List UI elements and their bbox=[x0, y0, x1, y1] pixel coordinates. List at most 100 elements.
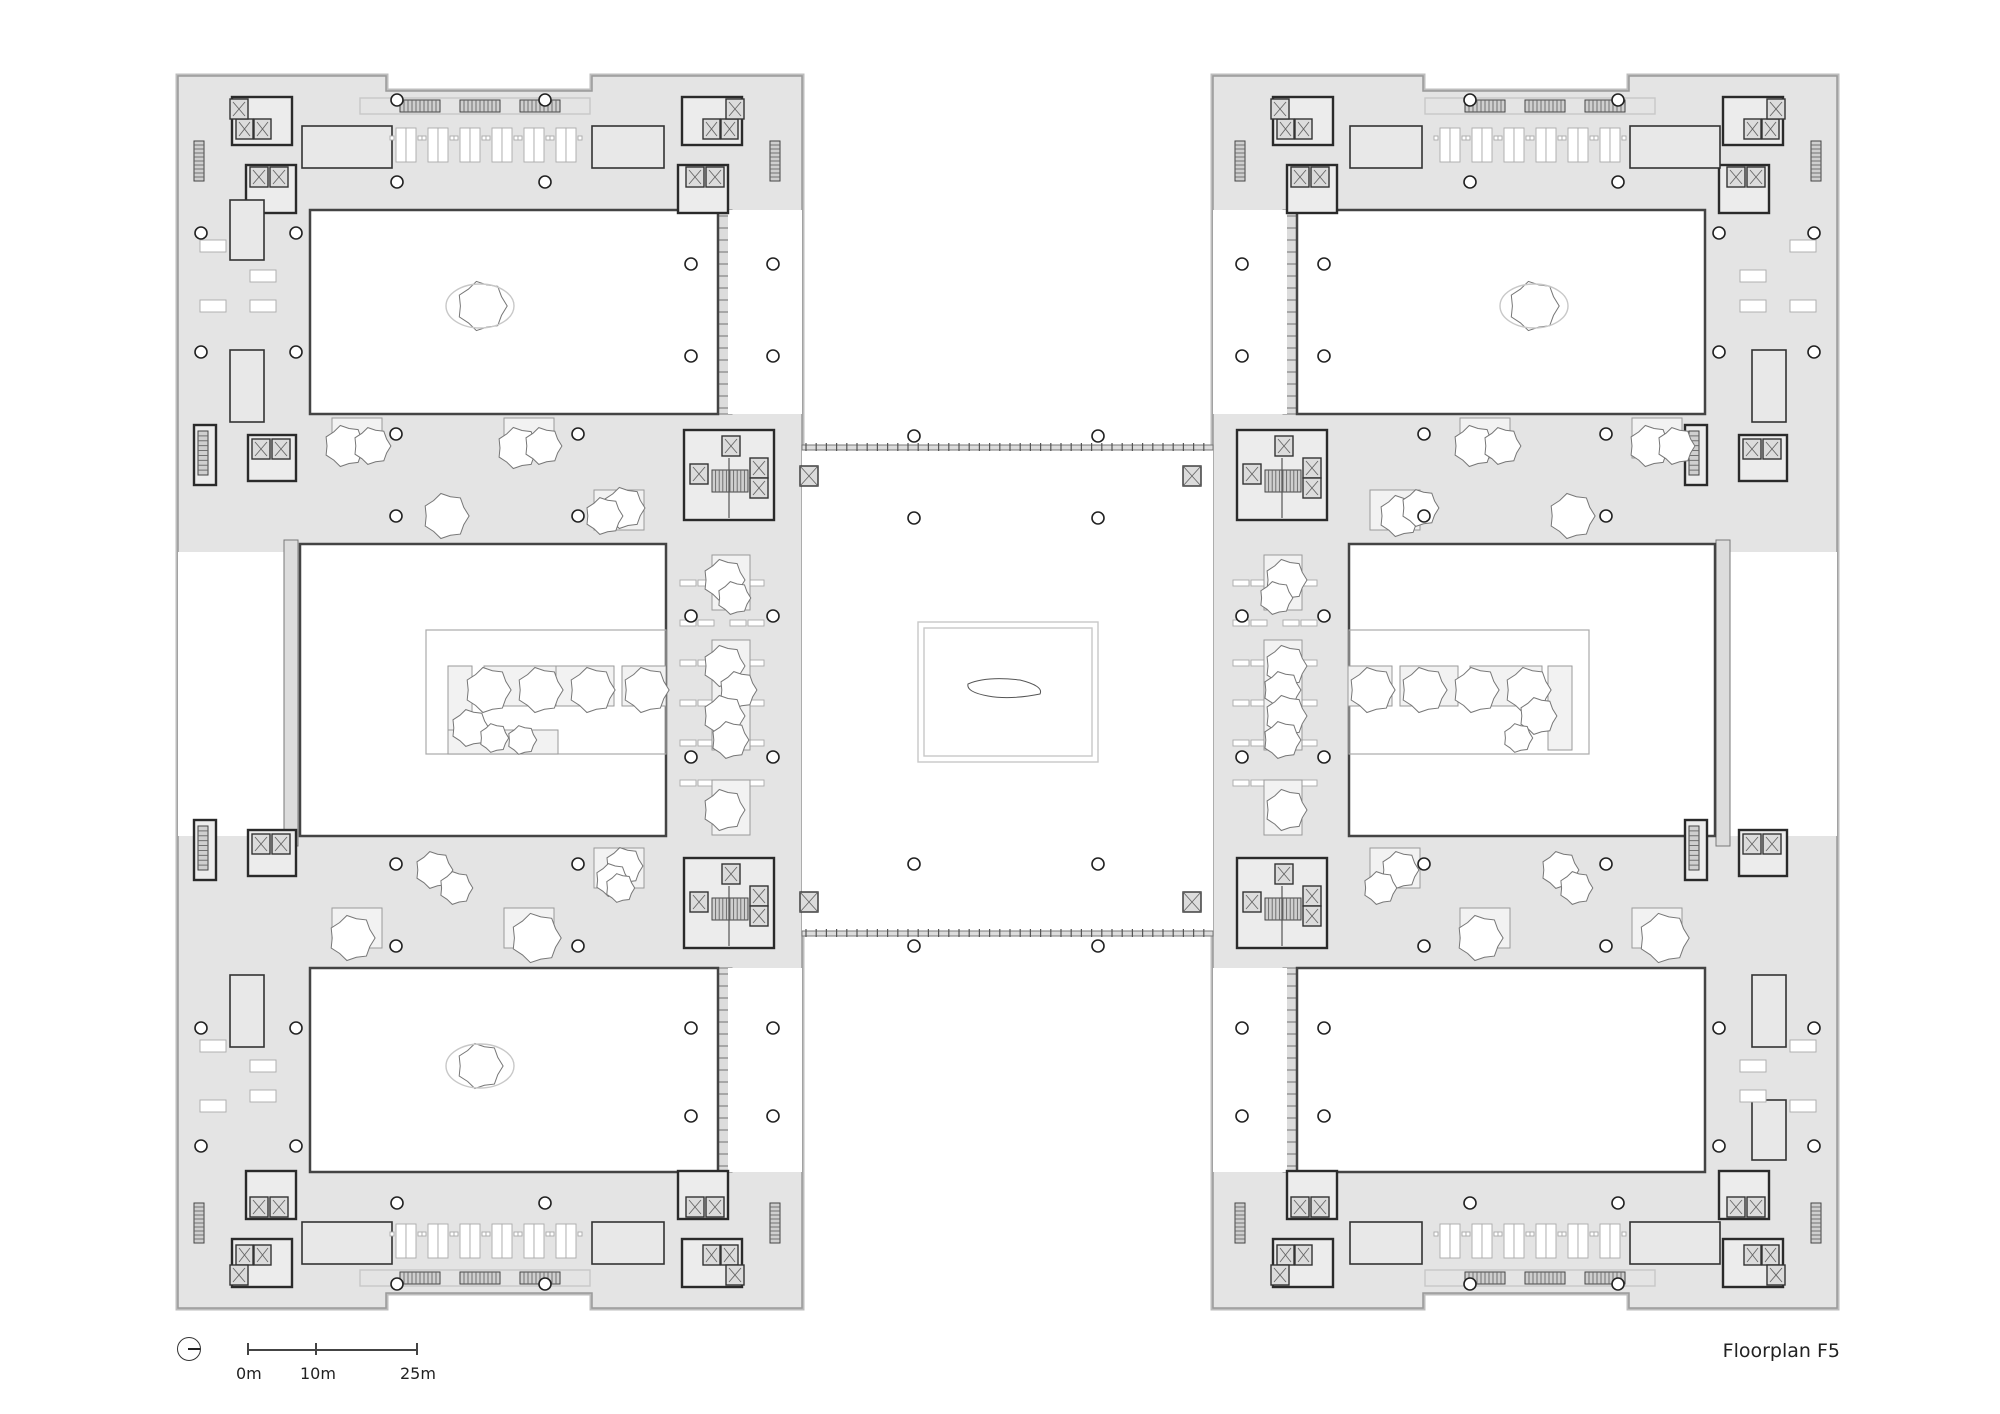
w-top-desks-5 bbox=[555, 127, 567, 163]
column-35 bbox=[766, 1109, 780, 1123]
side-desk-8 bbox=[249, 269, 277, 283]
stair bbox=[197, 430, 209, 476]
column-34 bbox=[684, 1109, 698, 1123]
column-65 bbox=[1599, 857, 1613, 871]
column-78 bbox=[1463, 1277, 1477, 1291]
e-top-desks-0 bbox=[1439, 127, 1451, 163]
column-45 bbox=[1611, 93, 1625, 107]
column-2 bbox=[390, 175, 404, 189]
tree-23 bbox=[440, 871, 474, 905]
tree-2 bbox=[354, 427, 392, 465]
meeting-room-5 bbox=[1629, 125, 1721, 169]
column-55 bbox=[1317, 349, 1331, 363]
e-bottom-desks-5 bbox=[1599, 1223, 1611, 1259]
column-5 bbox=[289, 226, 303, 240]
cafe-table bbox=[1282, 619, 1300, 627]
tree-15 bbox=[466, 666, 512, 714]
cafe-table bbox=[1232, 779, 1250, 787]
column-52 bbox=[1235, 257, 1249, 271]
side-desk-12 bbox=[1739, 269, 1767, 283]
tree-26 bbox=[606, 873, 636, 903]
column-19 bbox=[1091, 511, 1105, 525]
column-26 bbox=[907, 939, 921, 953]
column-33 bbox=[766, 1021, 780, 1035]
cafe-table bbox=[679, 739, 697, 747]
tree-17 bbox=[570, 666, 616, 714]
side-desk-15 bbox=[1739, 1089, 1767, 1103]
column-16 bbox=[907, 429, 921, 443]
tree-14 bbox=[704, 788, 746, 832]
column-60 bbox=[1235, 609, 1249, 623]
column-74 bbox=[1712, 1139, 1726, 1153]
column-73 bbox=[1807, 1021, 1821, 1035]
column-22 bbox=[684, 750, 698, 764]
column-28 bbox=[389, 857, 403, 871]
side-desk-1 bbox=[199, 299, 227, 313]
column-24 bbox=[907, 857, 921, 871]
column-25 bbox=[1091, 857, 1105, 871]
column-12 bbox=[389, 427, 403, 441]
sculpture-rock bbox=[967, 678, 1042, 699]
tree-46 bbox=[1402, 666, 1448, 714]
column-66 bbox=[1417, 939, 1431, 953]
tree-27 bbox=[330, 914, 376, 962]
tree-4 bbox=[525, 427, 563, 465]
cafe-table bbox=[1232, 659, 1250, 667]
pond-outer bbox=[917, 621, 1099, 763]
column-77 bbox=[1611, 1196, 1625, 1210]
w-top-desks-2 bbox=[459, 127, 471, 163]
column-0 bbox=[390, 93, 404, 107]
cafe-table bbox=[1232, 739, 1250, 747]
column-41 bbox=[538, 1196, 552, 1210]
tree-9 bbox=[718, 581, 752, 615]
west-gap bbox=[178, 552, 294, 836]
meeting-room-0 bbox=[301, 125, 393, 169]
tree-55 bbox=[1458, 914, 1504, 962]
tree-44 bbox=[1266, 788, 1308, 832]
column-69 bbox=[1317, 1021, 1331, 1035]
tree-43 bbox=[1264, 721, 1302, 759]
tree-31 bbox=[1454, 424, 1496, 468]
central-atrium bbox=[799, 443, 1214, 937]
column-32 bbox=[684, 1021, 698, 1035]
cafe-table bbox=[679, 659, 697, 667]
side-desk-13 bbox=[1739, 299, 1767, 313]
tree-pit-1 bbox=[445, 1043, 515, 1089]
meeting-room-6 bbox=[1349, 1221, 1423, 1265]
west-gap-walkway bbox=[283, 539, 299, 847]
side-desk-14 bbox=[1739, 1059, 1767, 1073]
column-15 bbox=[571, 509, 585, 523]
column-39 bbox=[289, 1139, 303, 1153]
side-desk-9 bbox=[249, 299, 277, 313]
column-23 bbox=[766, 750, 780, 764]
w-bottom-desks-2 bbox=[459, 1223, 471, 1259]
column-48 bbox=[1712, 226, 1726, 240]
column-9 bbox=[766, 257, 780, 271]
atrium-bridge-1 bbox=[801, 930, 1214, 937]
nw-open bbox=[728, 210, 802, 414]
se-open bbox=[1213, 968, 1287, 1172]
column-11 bbox=[766, 349, 780, 363]
skylight-strip-0 bbox=[359, 97, 591, 115]
skylight-strip-2 bbox=[1424, 97, 1656, 115]
w-top-desks-0 bbox=[395, 127, 407, 163]
se-court bbox=[1295, 966, 1707, 1174]
tree-pit-2 bbox=[1499, 283, 1569, 329]
column-49 bbox=[1807, 226, 1821, 240]
column-44 bbox=[1463, 93, 1477, 107]
side-desk-11 bbox=[249, 1089, 277, 1103]
atrium-bridge-0 bbox=[801, 444, 1214, 451]
column-29 bbox=[571, 857, 585, 871]
column-13 bbox=[571, 427, 585, 441]
sw-open bbox=[728, 968, 802, 1172]
tree-52 bbox=[1364, 871, 1398, 905]
column-21 bbox=[766, 609, 780, 623]
side-desk-7 bbox=[1789, 1099, 1817, 1113]
column-64 bbox=[1417, 857, 1431, 871]
column-43 bbox=[538, 1277, 552, 1291]
side-desk-4 bbox=[1789, 239, 1817, 253]
column-61 bbox=[1317, 609, 1331, 623]
column-46 bbox=[1463, 175, 1477, 189]
w-bottom-desks-0 bbox=[395, 1223, 407, 1259]
east-gap-walkway bbox=[1715, 539, 1731, 847]
